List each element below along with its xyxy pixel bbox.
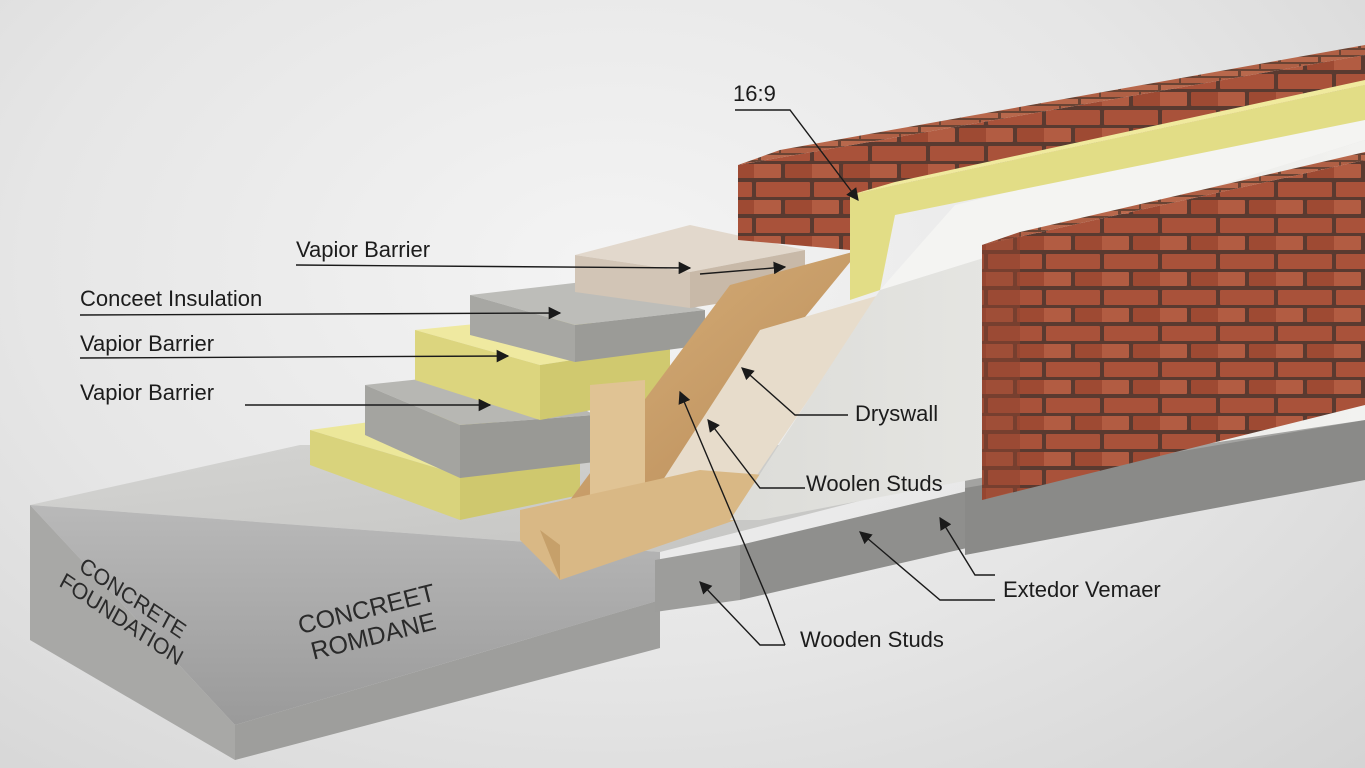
label-wooden-studs-lower: Wooden Studs xyxy=(800,627,944,652)
leader-studs-upper xyxy=(707,418,805,489)
insulation-strip-rear xyxy=(850,80,1365,300)
drywall-panel xyxy=(650,295,880,500)
label-vapor-barrier-low: Vapior Barrier xyxy=(80,380,215,405)
leader-lines xyxy=(79,109,995,646)
label-dryswall: Dryswall xyxy=(855,401,939,426)
wooden-stud-diagonal xyxy=(570,250,860,500)
aspect-ratio-label: 16:9 xyxy=(733,81,776,106)
leader-veneer-2 xyxy=(939,516,995,576)
leader-aspect xyxy=(735,109,859,202)
leader-vapor-top-2 xyxy=(699,261,787,275)
label-wooden-studs-upper: Woolen Studs xyxy=(806,471,943,496)
rear-brick-wall xyxy=(738,45,1365,250)
front-brick-wall xyxy=(982,152,1365,500)
leader-vapor-mid xyxy=(79,349,510,363)
wooden-sill-plate xyxy=(520,470,765,580)
leader-veneer xyxy=(859,531,995,601)
label-vapor-barrier-mid: Vapior Barrier xyxy=(80,331,215,356)
concrete-insulation-layer xyxy=(470,280,705,362)
leader-vapor-top xyxy=(295,261,692,275)
leader-concrete-insulation xyxy=(79,306,562,320)
label-vapor-barrier-top: Vapior Barrier xyxy=(296,237,431,262)
label-concrete-insulation: Conceet Insulation xyxy=(80,286,263,311)
leader-studs-lower xyxy=(678,390,786,646)
leader-studs-base xyxy=(699,581,785,646)
leader-dryswall xyxy=(741,367,848,416)
label-exterior-veneer: Extedor Vemaer xyxy=(1003,577,1161,602)
